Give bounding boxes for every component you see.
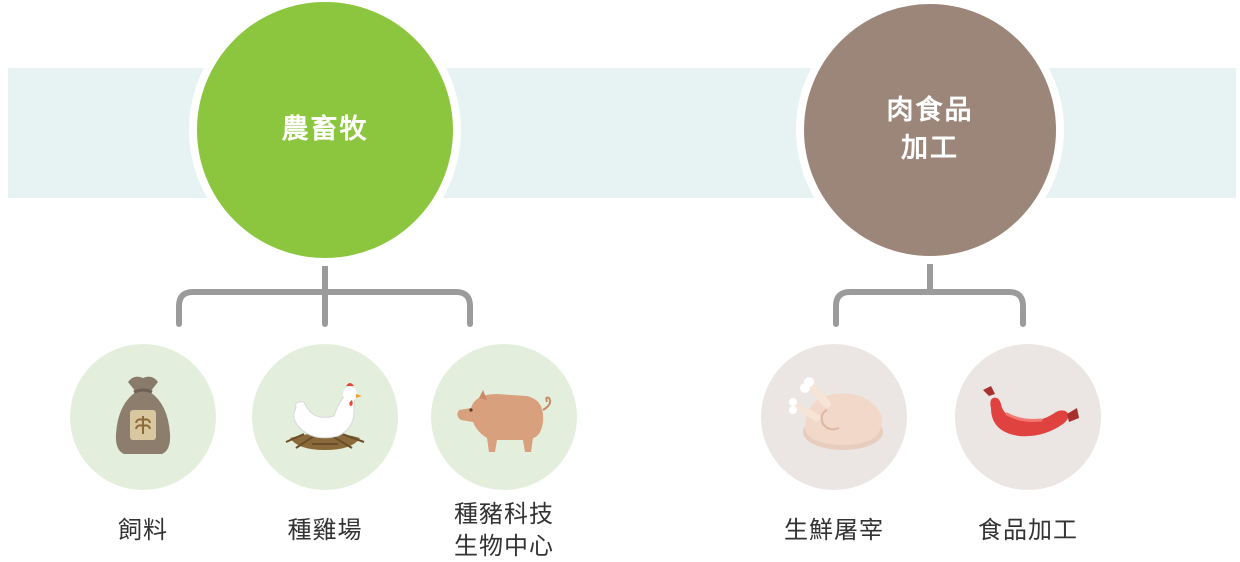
label-fresh-slaughter: 生鮮屠宰 <box>784 516 884 544</box>
pig-icon <box>431 344 577 490</box>
node-breeder-farm <box>252 344 398 490</box>
hen-nest-icon <box>252 344 398 490</box>
node-pig-biotech <box>431 344 577 490</box>
feed-sack-icon <box>70 344 216 490</box>
label-pig-biotech: 種豬科技 生物中心 <box>404 498 604 562</box>
label-breeder-farm: 種雞場 <box>287 516 363 544</box>
hub-meat-line-2: 加工 <box>901 133 959 164</box>
label-feed: 飼料 <box>118 516 168 544</box>
hub-livestock: 農畜牧 <box>189 0 461 266</box>
label-pig-line-1: 種豬科技 <box>454 500 554 528</box>
hub-meat-line-1: 肉食品 <box>886 95 974 126</box>
node-food-processing <box>955 344 1101 490</box>
raw-chicken-icon <box>761 344 907 490</box>
sausage-icon <box>955 344 1101 490</box>
node-feed <box>70 344 216 490</box>
hub-livestock-label: 農畜牧 <box>281 114 369 145</box>
hub-meat-processing: 肉食品 加工 <box>796 0 1064 264</box>
label-food-processing: 食品加工 <box>978 516 1078 544</box>
node-fresh-slaughter <box>761 344 907 490</box>
label-pig-line-2: 生物中心 <box>454 532 554 560</box>
